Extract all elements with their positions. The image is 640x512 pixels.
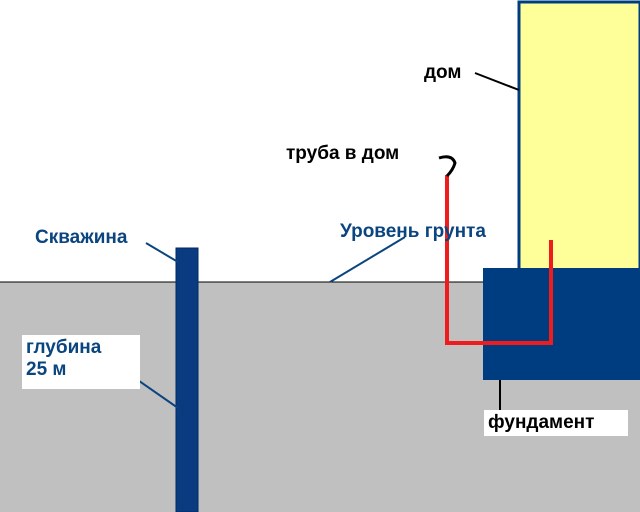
pipe-label: труба в дом xyxy=(286,143,400,164)
depth-label: глубина 25 м xyxy=(22,335,140,389)
ground-level-leader-line xyxy=(329,236,406,283)
well-label: Скважина xyxy=(35,227,128,248)
foundation-label: фундамент xyxy=(484,410,628,436)
depth-label-line1: глубина xyxy=(26,337,102,358)
ground-level-label: Уровень грунта xyxy=(340,221,486,242)
house-leader-line xyxy=(474,72,520,91)
house-label: дом xyxy=(424,62,462,83)
foundation-block xyxy=(483,268,640,380)
house-wall xyxy=(517,0,640,272)
depth-label-line2: 25 м xyxy=(26,359,67,380)
well-leader-line xyxy=(145,242,179,263)
water-pipe xyxy=(445,175,553,345)
well-pipe xyxy=(175,247,199,512)
pipe-end-hook xyxy=(438,155,457,178)
